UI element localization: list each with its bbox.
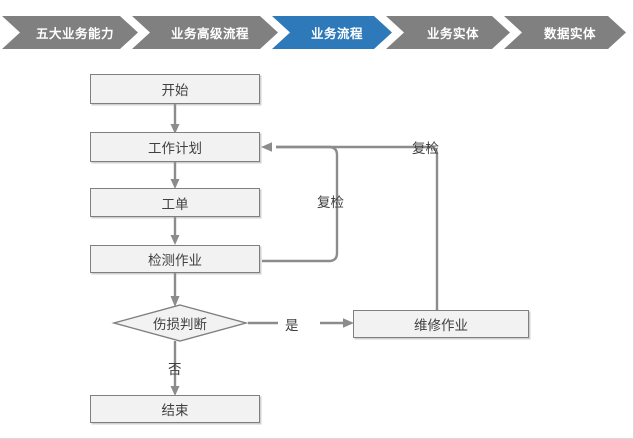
- breadcrumb-item-2-label: 业务高级流程: [170, 27, 249, 41]
- breadcrumb-item-4[interactable]: 业务实体: [386, 16, 510, 49]
- breadcrumb-item-5[interactable]: 数据实体: [504, 16, 626, 49]
- arrowhead-workplan-right: [261, 142, 272, 152]
- breadcrumb-item-4-label: 业务实体: [426, 27, 479, 41]
- node-damage-label: 伤损判断: [153, 317, 207, 332]
- edge-recheck-outer: [276, 145, 439, 312]
- node-workplan-label: 工作计划: [148, 141, 202, 156]
- node-workplan[interactable]: 工作计划: [90, 132, 260, 162]
- edge-label-no: 否: [168, 362, 182, 377]
- arrowhead-inspect-top: [170, 235, 180, 245]
- edge-label-recheck-inner: 复检: [317, 195, 344, 210]
- breadcrumb-item-3-label: 业务流程: [310, 27, 363, 41]
- node-start[interactable]: 开始: [90, 74, 260, 104]
- node-workorder-label: 工单: [161, 196, 189, 212]
- node-workorder[interactable]: 工单: [90, 188, 260, 217]
- node-end[interactable]: 结束: [90, 395, 260, 423]
- node-start-label: 开始: [161, 83, 189, 98]
- node-damage[interactable]: 伤损判断: [111, 304, 249, 342]
- breadcrumb-item-2[interactable]: 业务高级流程: [132, 16, 278, 49]
- node-end-label: 结束: [161, 403, 189, 418]
- breadcrumb-item-1-label: 五大业务能力: [35, 27, 114, 41]
- edge-label-recheck-outer: 复检: [412, 141, 439, 156]
- edge-label-yes: 是: [285, 318, 299, 333]
- diamond-shape: [111, 304, 249, 342]
- breadcrumb-item-1[interactable]: 五大业务能力: [2, 16, 138, 49]
- node-repair-label: 维修作业: [414, 318, 468, 333]
- breadcrumb-item-3[interactable]: 业务流程: [272, 16, 392, 49]
- breadcrumb-item-5-label: 数据实体: [543, 27, 596, 41]
- node-repair[interactable]: 维修作业: [353, 310, 529, 338]
- breadcrumb: 五大业务能力 业务高级流程 业务流程 业务实体 数据实体: [0, 16, 634, 49]
- node-inspect[interactable]: 检测作业: [90, 245, 260, 273]
- node-inspect-label: 检测作业: [148, 253, 202, 268]
